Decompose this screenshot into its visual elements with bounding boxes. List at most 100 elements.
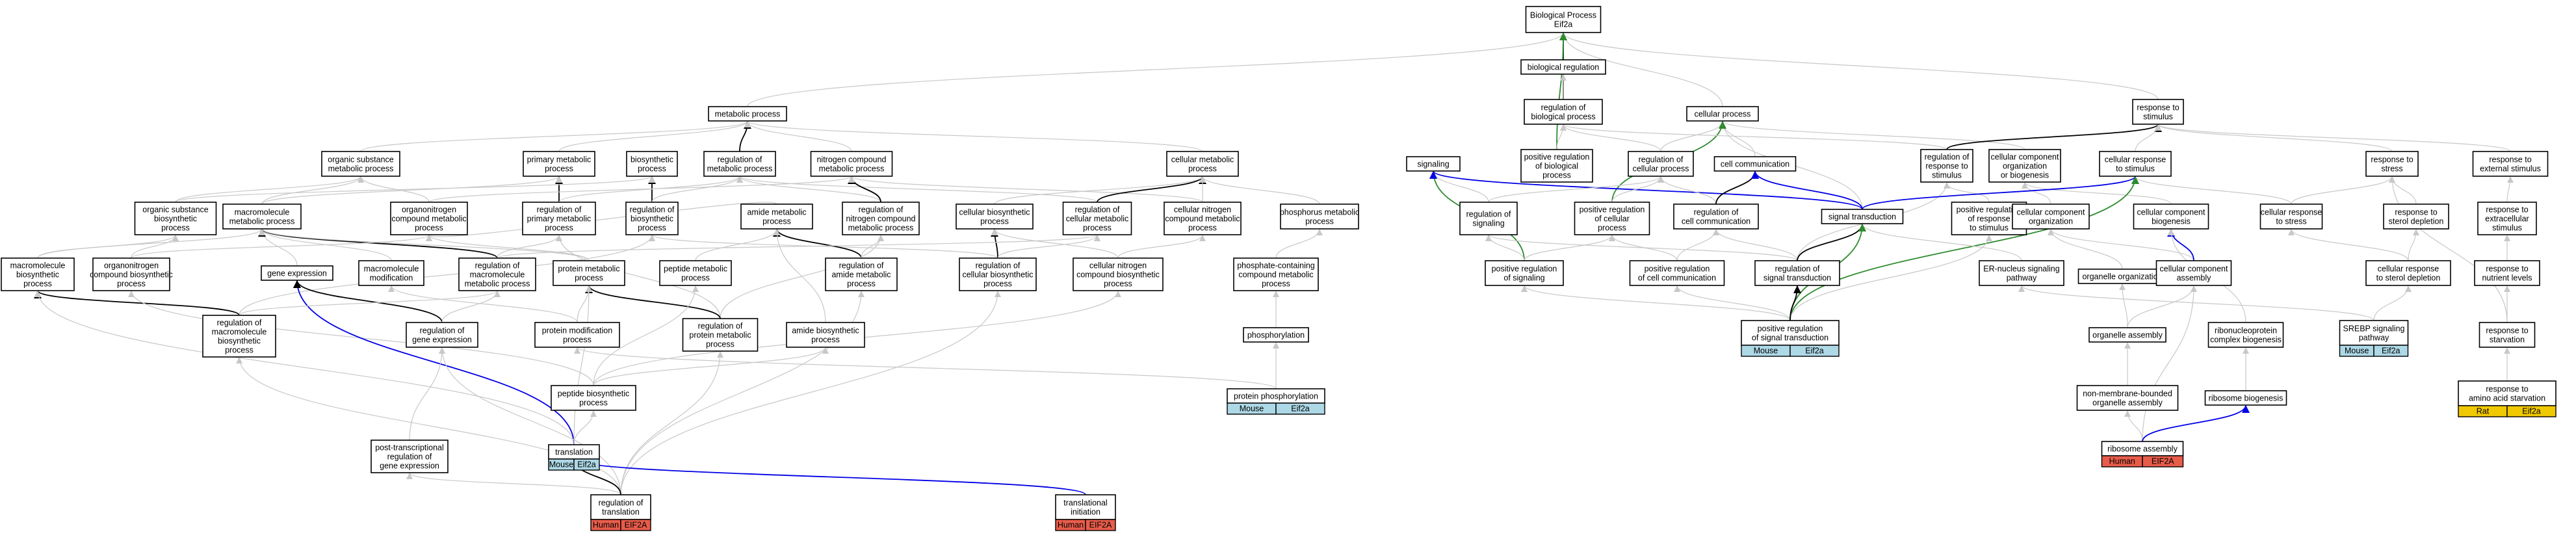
node-label: starvation: [2490, 335, 2525, 345]
go-term-node[interactable]: translation: [548, 444, 600, 460]
node-box: [2472, 151, 2549, 177]
go-term-node[interactable]: metabolic process: [708, 106, 787, 122]
go-term-node[interactable]: cellular process: [1686, 106, 1759, 122]
node-label: to sterol depletion: [2376, 274, 2441, 283]
relationship-edge-gray: [259, 228, 590, 261]
go-term-node[interactable]: regulation ofmacromoleculebiosyntheticpr…: [202, 315, 276, 358]
go-term-node[interactable]: ribosome assembly: [2101, 441, 2184, 456]
go-term-node[interactable]: phosphorylation: [1243, 327, 1309, 343]
node-label: response to: [2489, 155, 2531, 164]
node-box: [321, 151, 400, 177]
go-term-node[interactable]: protein phosphorylation: [1227, 388, 1325, 404]
node-label: amide metabolic: [831, 270, 891, 280]
node-label: amide biosynthetic: [792, 326, 859, 335]
go-term-node[interactable]: organelle assembly: [2088, 327, 2166, 343]
node-label: process: [983, 280, 1012, 289]
go-term-node[interactable]: organelle organization: [2077, 269, 2167, 284]
go-term-node[interactable]: cell communication: [1713, 156, 1797, 172]
go-term-node[interactable]: signal transduction: [1821, 209, 1904, 224]
node-box: [551, 385, 636, 411]
go-term-node[interactable]: gene expression: [261, 265, 333, 281]
node-label: process: [545, 224, 573, 233]
node-label: compound metabolic: [1238, 270, 1313, 280]
go-term-node[interactable]: signaling: [1406, 156, 1461, 172]
relationship-edge-gray: [497, 234, 1100, 259]
node-label: process: [681, 274, 710, 283]
node-label: response to: [2371, 155, 2413, 164]
node-label: cellular component: [1991, 153, 2059, 162]
go-term-node[interactable]: biological regulation: [1520, 59, 1606, 75]
node-label: signaling: [1472, 219, 1504, 228]
go-term-node[interactable]: ribosome biogenesis: [2204, 390, 2287, 406]
node-label: non-membrane-bounded: [2083, 389, 2172, 399]
